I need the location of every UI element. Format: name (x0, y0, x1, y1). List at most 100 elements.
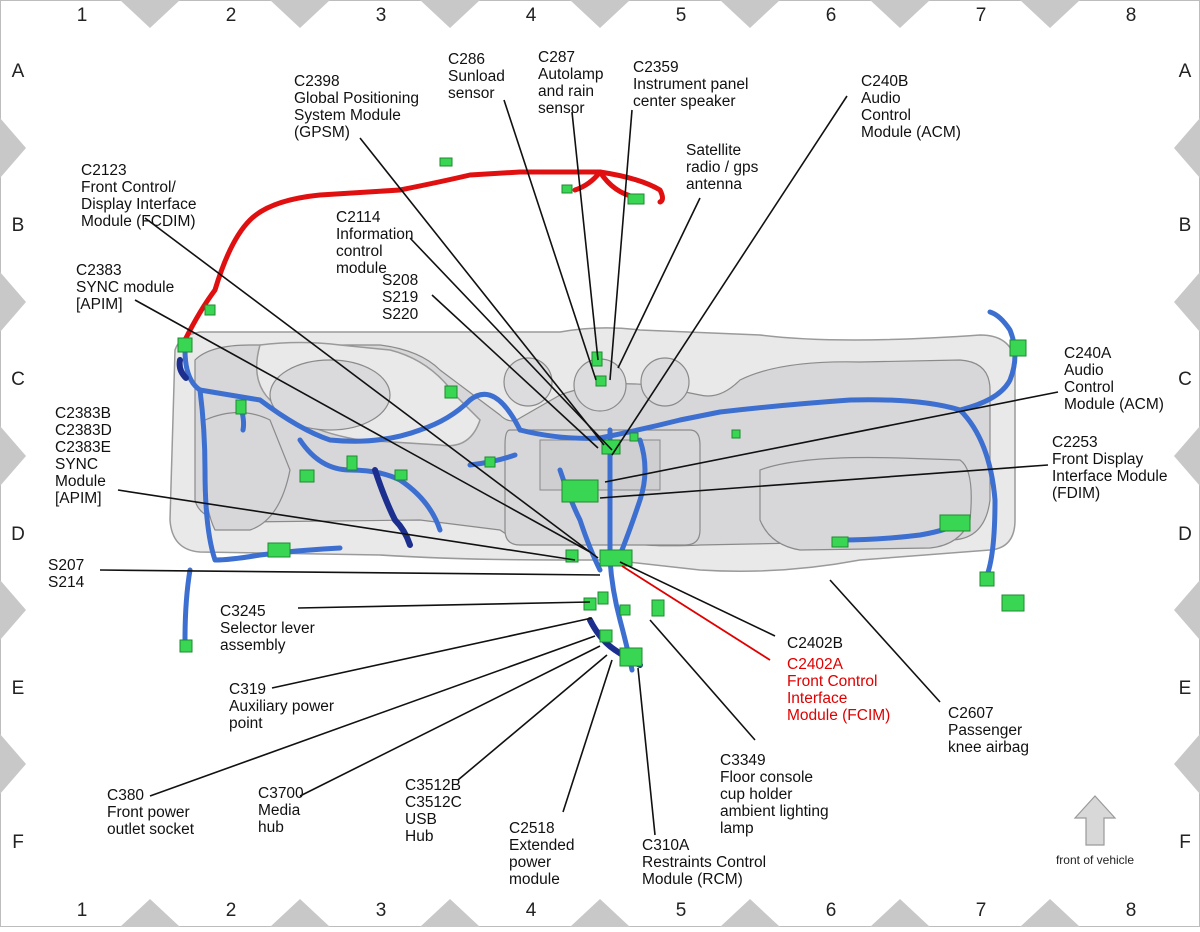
callout-c2402a-line: Module (FCIM) (787, 707, 890, 724)
callout-c240a-line: Module (ACM) (1064, 396, 1164, 413)
callout-c2383b-line: SYNC (55, 456, 98, 473)
row-label: D (1178, 524, 1192, 545)
column-label: 3 (376, 5, 387, 26)
callout-c3245-line: C3245 (220, 603, 266, 620)
column-label: 5 (676, 900, 687, 921)
callout-c310a-line: Restraints Control (642, 854, 766, 871)
callout-c2402a-line: C2402A (787, 656, 844, 673)
callout-c3512-line: USB (405, 811, 437, 828)
callout-c3349-line: C3349 (720, 752, 766, 769)
callout-c2518-line: module (509, 871, 560, 888)
callout-c2398-line: Global Positioning (294, 90, 419, 107)
callout-s207-line: S214 (48, 574, 85, 591)
callout-c2607-line: Passenger (948, 722, 1022, 739)
callout-c2383b-line: Module (55, 473, 106, 490)
callout-c3349-line: ambient lighting (720, 803, 829, 820)
callout-c3245-line: Selector lever (220, 620, 315, 637)
row-label: A (12, 61, 25, 82)
column-label: 1 (77, 900, 88, 921)
callout-c286-line: sensor (448, 85, 495, 102)
callout-c3349-line: cup holder (720, 786, 792, 803)
callout-c2383b-line: C2383D (55, 422, 112, 439)
callout-c3512-line: Hub (405, 828, 433, 845)
callout-c2518-line: C2518 (509, 820, 555, 837)
callout-c240a-line: Audio (1064, 362, 1104, 379)
callout-c3512-line: C3512B (405, 777, 461, 794)
row-label: C (11, 369, 25, 390)
callout-c2383b-line: C2383B (55, 405, 111, 422)
callout-c2518-line: power (509, 854, 551, 871)
row-label: B (12, 215, 25, 236)
callout-c2253-line: C2253 (1052, 434, 1098, 451)
callout-c2383-line: C2383 (76, 262, 122, 279)
callout-c2383b-line: [APIM] (55, 490, 102, 507)
callout-c287-line: C287 (538, 49, 575, 66)
callout-c2518-line: Extended (509, 837, 575, 854)
callout-c2114-line: C2114 (336, 209, 381, 226)
callout-c2123-line: C2123 (81, 162, 127, 179)
callout-c2359-line: Instrument panel (633, 76, 748, 93)
callout-c2114-line: Information (336, 226, 414, 243)
callout-c240a-line: C240A (1064, 345, 1112, 362)
column-label: 6 (826, 900, 837, 921)
column-label: 6 (826, 5, 837, 26)
callout-c2398-line: (GPSM) (294, 124, 350, 141)
callout-s208-line: S220 (382, 306, 419, 323)
callout-c2359-line: C2359 (633, 59, 679, 76)
column-label: 7 (976, 5, 987, 26)
callout-c240b-line: Module (ACM) (861, 124, 961, 141)
callout-c2253-line: (FDIM) (1052, 485, 1100, 502)
callout-c2359-line: center speaker (633, 93, 736, 110)
callout-c2607-line: C2607 (948, 705, 994, 722)
connectors (177, 157, 1027, 667)
callout-s207-line: S207 (48, 557, 84, 574)
row-label: F (1179, 832, 1191, 853)
callout-c3245-line: assembly (220, 637, 286, 654)
column-label: 8 (1126, 5, 1137, 26)
callout-c240b-line: Control (861, 107, 911, 124)
column-label: 4 (526, 5, 537, 26)
callout-c2383-line: SYNC module (76, 279, 174, 296)
callout-c2253-line: Interface Module (1052, 468, 1167, 485)
callout-c2402a-line: Interface (787, 690, 847, 707)
callout-c2253-line: Front Display (1052, 451, 1144, 468)
callout-c310a-line: C310A (642, 837, 690, 854)
row-label: A (1179, 61, 1192, 82)
callout-c3349-line: lamp (720, 820, 754, 837)
callout-c3700-line: hub (258, 819, 284, 836)
front-of-vehicle-arrow: front of vehicle (1056, 795, 1134, 867)
leader-lines (99, 95, 1059, 836)
column-label: 4 (526, 900, 537, 921)
callout-c2114-line: control (336, 243, 383, 260)
front-of-vehicle-label: front of vehicle (1056, 853, 1134, 867)
callout-c240b-line: Audio (861, 90, 901, 107)
callout-c2607-line: knee airbag (948, 739, 1029, 756)
column-label: 1 (77, 5, 88, 26)
callout-s208-line: S219 (382, 289, 418, 306)
callout-c380-line: outlet socket (107, 821, 195, 838)
callout-c2123-line: Front Control/ (81, 179, 176, 196)
callout-c3700-line: Media (258, 802, 301, 819)
up-arrow-icon (1073, 795, 1117, 846)
callout-c2123-line: Display Interface (81, 196, 196, 213)
column-label: 3 (376, 900, 387, 921)
callout-c2402a-line: Front Control (787, 673, 877, 690)
callout-c287-line: sensor (538, 100, 585, 117)
callout-c286-line: C286 (448, 51, 485, 68)
callout-c380-line: Front power (107, 804, 190, 821)
instrument-panel-illustration (169, 327, 1016, 572)
row-label: E (1179, 678, 1192, 699)
callout-satellite-line: antenna (686, 176, 742, 193)
row-label: D (11, 524, 25, 545)
callout-c2383b-line: C2383E (55, 439, 111, 456)
callout-c2123-line: Module (FCDIM) (81, 213, 196, 230)
callout-c2398-line: System Module (294, 107, 401, 124)
callout-c2402b-line: C2402B (787, 635, 843, 652)
